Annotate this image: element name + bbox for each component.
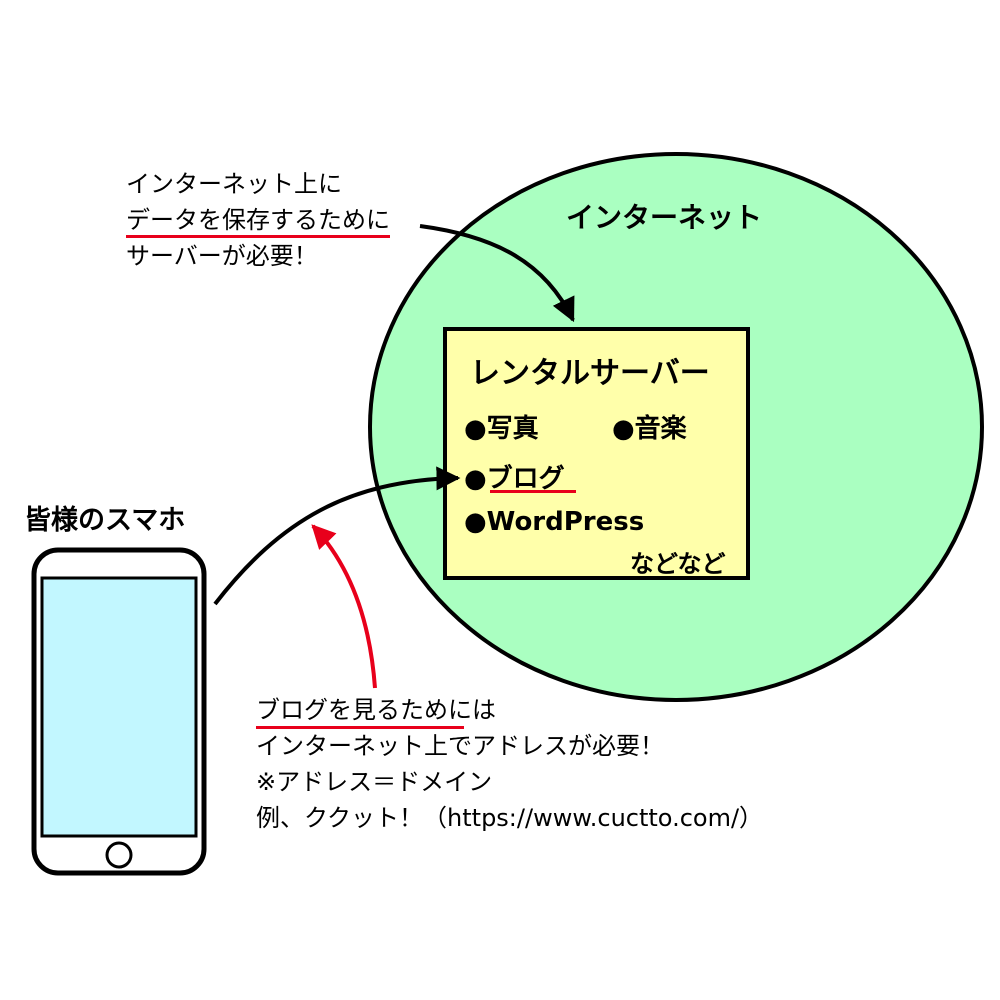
blog-underline: [490, 490, 576, 493]
smartphone: [31, 547, 207, 876]
top-note-underline: [126, 235, 390, 238]
top-note-line-1: インターネット上に: [126, 170, 342, 198]
arrow-phone-to-blog: [213, 466, 461, 606]
server-item-photos: ●写真: [464, 414, 539, 444]
phone-screen: [40, 576, 198, 838]
server-title: レンタルサーバー: [470, 356, 710, 391]
server-item-blog: ●ブログ: [464, 464, 565, 494]
arrow-note-to-connection: [311, 524, 377, 689]
bottom-note-line-3: ※アドレス＝ドメイン: [256, 768, 493, 796]
bottom-note-line-2: インターネット上でアドレスが必要！: [256, 732, 664, 760]
bottom-note-underline: [256, 726, 464, 729]
top-note-line-3: サーバーが必要！: [126, 242, 318, 270]
phone-label: 皆様のスマホ: [24, 505, 186, 536]
server-item-wordpress: ●WordPress: [464, 507, 645, 537]
server-item-music: ●音楽: [612, 414, 687, 444]
bottom-note-line-4: 例、ククット！（https://www.cuctto.com/）: [256, 804, 764, 832]
bottom-note-line-1: ブログを見るためには: [256, 696, 496, 724]
top-note-line-2: データを保存するために: [126, 206, 390, 234]
rental-server-box: [443, 327, 750, 580]
internet-label: インターネット: [566, 201, 763, 234]
server-item-etc: などなど: [630, 550, 726, 578]
arrow-note-to-server: [419, 224, 575, 323]
home-button-icon: [105, 841, 133, 869]
